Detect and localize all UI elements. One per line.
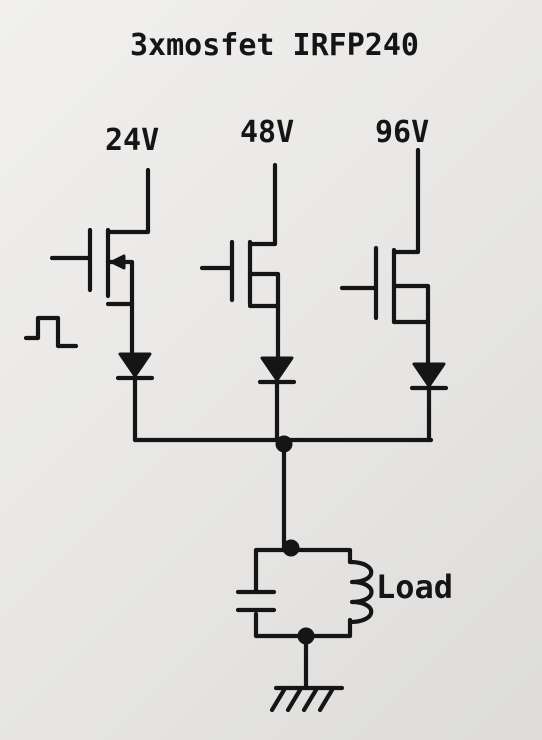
inductor-coil — [347, 559, 374, 625]
pulse-signal-symbol — [23, 315, 79, 349]
mosfet-3 — [339, 147, 431, 365]
mosfet-1 — [49, 167, 151, 355]
ground-icon — [269, 685, 345, 713]
load-frame — [253, 547, 353, 639]
voltage-label-48v: 48V — [240, 115, 294, 150]
schematic-title: 3xmosfet IRFP240 — [130, 28, 419, 63]
capacitor — [235, 589, 277, 613]
voltage-label-96v: 96V — [375, 115, 429, 150]
load-label: Load — [376, 568, 453, 606]
mosfet-2 — [199, 162, 281, 359]
diode-3 — [409, 362, 449, 443]
voltage-label-24v: 24V — [105, 123, 159, 158]
diode-2 — [257, 356, 297, 443]
diode-1 — [115, 352, 155, 443]
